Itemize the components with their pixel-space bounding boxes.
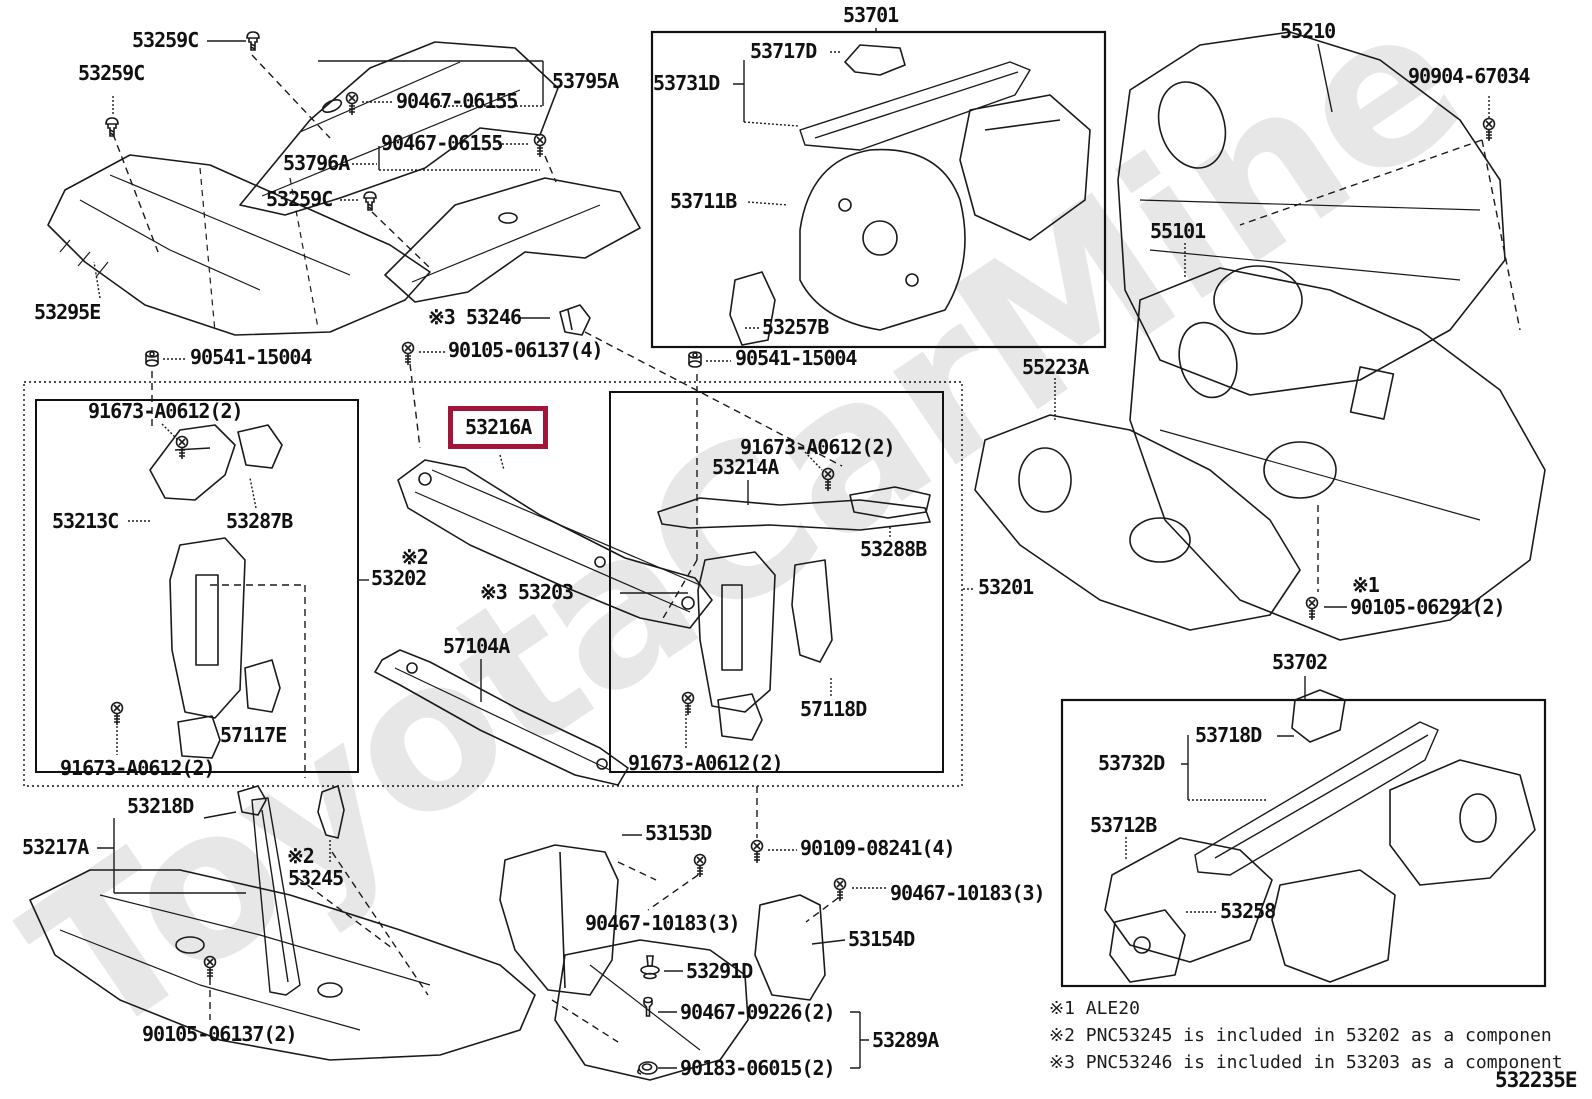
label-53217a: 53217A <box>22 835 89 859</box>
box-radiator-support-outer <box>23 381 963 787</box>
label-53258: 53258 <box>1220 899 1276 923</box>
label-53214a: 53214A <box>712 455 779 479</box>
label-53203: ※3 53203 <box>480 580 574 604</box>
label-53245: 53245 <box>288 866 344 890</box>
label-53259c-a: 53259C <box>132 28 199 52</box>
label-diagram-code: 532235E <box>1495 1068 1578 1092</box>
box-right-support <box>609 391 944 773</box>
label-57117e: 57117E <box>220 723 287 747</box>
label-53213c: 53213C <box>52 509 119 533</box>
label-53246: ※3 53246 <box>428 305 522 329</box>
label-90105-06291-2: 90105-06291(2) <box>1350 595 1506 619</box>
label-53795a: 53795A <box>552 69 619 93</box>
label-note-3: ※3 PNC53246 is included in 53203 as a co… <box>1049 1052 1563 1073</box>
part-sketches <box>29 31 1546 1081</box>
box-left-support <box>35 399 359 773</box>
leader-lines <box>93 28 1521 1069</box>
label-90904-67034: 90904-67034 <box>1408 64 1530 88</box>
label-57104a: 57104A <box>443 634 510 658</box>
label-53291d: 53291D <box>686 959 753 983</box>
box-53701 <box>650 30 1107 349</box>
label-53259c-b: 53259C <box>78 61 145 85</box>
label-53259c-c: 53259C <box>266 187 333 211</box>
label-53218d: 53218D <box>127 794 194 818</box>
label-53201: 53201 <box>978 575 1034 599</box>
label-53289a: 53289A <box>872 1028 939 1052</box>
section-boxes <box>23 30 1547 988</box>
label-53288b: 53288B <box>860 537 927 561</box>
label-53796a: 53796A <box>283 151 350 175</box>
label-91673-a0612-c: 91673-A0612(2) <box>740 435 896 459</box>
label-53287b: 53287B <box>226 509 293 533</box>
label-55223a: 55223A <box>1022 355 1089 379</box>
label-90105-06137-2: 90105-06137(2) <box>142 1022 298 1046</box>
label-90467-10183-3b: 90467-10183(3) <box>890 881 1046 905</box>
label-note-2: ※2 PNC53245 is included in 53202 as a co… <box>1049 1025 1552 1046</box>
label-53717d: 53717D <box>750 39 817 63</box>
label-90541-15004-a: 90541-15004 <box>190 345 312 369</box>
label-mark-2b: ※2 <box>287 844 315 868</box>
label-53216a: 53216A <box>448 406 549 449</box>
label-mark-1: ※1 <box>1352 573 1380 597</box>
label-91673-a0612-d: 91673-A0612(2) <box>628 751 784 775</box>
label-90467-10183-3a: 90467-10183(3) <box>585 911 741 935</box>
label-53731d: 53731D <box>653 71 720 95</box>
label-53154d: 53154D <box>848 927 915 951</box>
label-90467-06155-a: 90467-06155 <box>396 89 518 113</box>
label-55210: 55210 <box>1280 19 1336 43</box>
label-91673-a0612-a: 91673-A0612(2) <box>88 399 244 423</box>
label-90467-09226-2: 90467-09226(2) <box>680 1000 836 1024</box>
label-53153d: 53153D <box>645 821 712 845</box>
label-mark-2a: ※2 <box>401 545 429 569</box>
label-90105-06137-4: 90105-06137(4) <box>448 338 604 362</box>
label-91673-a0612-b: 91673-A0612(2) <box>60 756 216 780</box>
label-note-1: ※1 ALE20 <box>1049 998 1140 1019</box>
label-90541-15004-b: 90541-15004 <box>735 346 857 370</box>
label-55101: 55101 <box>1150 219 1206 243</box>
label-57118d: 57118D <box>800 697 867 721</box>
label-90109-08241-4: 90109-08241(4) <box>800 836 956 860</box>
label-53718d: 53718D <box>1195 723 1262 747</box>
label-53701: 53701 <box>843 3 899 27</box>
label-90183-06015-2: 90183-06015(2) <box>680 1056 836 1080</box>
label-53295e: 53295E <box>34 300 101 324</box>
box-53702 <box>1060 698 1547 988</box>
label-53711b: 53711B <box>670 189 737 213</box>
label-53257b: 53257B <box>762 315 829 339</box>
label-53732d: 53732D <box>1098 751 1165 775</box>
label-53712b: 53712B <box>1090 813 1157 837</box>
label-53202: 53202 <box>371 566 427 590</box>
label-90467-06155-b: 90467-06155 <box>381 131 503 155</box>
label-53702: 53702 <box>1272 650 1328 674</box>
